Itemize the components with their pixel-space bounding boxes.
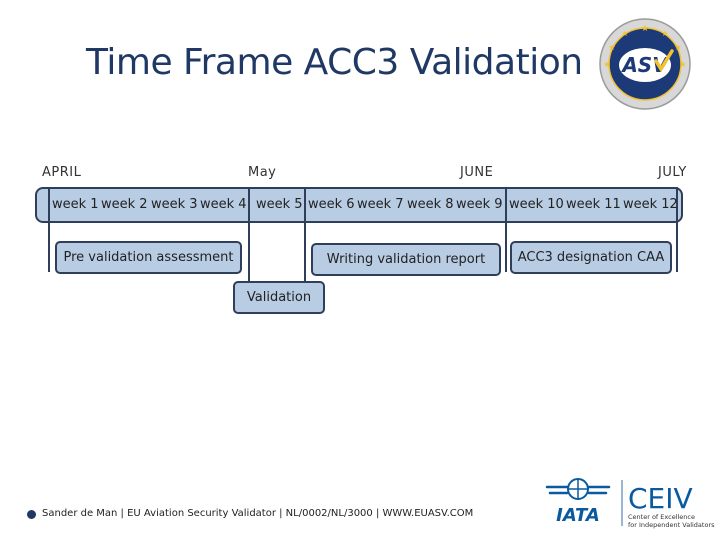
ceiv-logo-text: CEIV: [628, 482, 693, 515]
task-writing-validation-report: Writing validation report: [311, 243, 501, 276]
week-label: week 1: [52, 197, 99, 212]
task-validation: Validation: [233, 281, 325, 314]
may-boundary-line: [248, 187, 250, 282]
ceiv-logo: CEIV Center of Excellence for Independen…: [621, 480, 715, 529]
week-bar: [35, 187, 683, 223]
week5-boundary-line: [304, 187, 306, 283]
svg-text:★: ★: [603, 60, 610, 69]
week-label: week 10: [509, 197, 564, 212]
page-title: Time Frame ACC3 Validation: [86, 42, 583, 83]
asv-logo: ★ ★ ★ ★ ★ ★ ★ ASV: [599, 18, 691, 110]
week-label: week 7: [357, 197, 404, 212]
week-label: week 3: [151, 197, 198, 212]
task-acc3-designation-caa: ACC3 designation CAA: [510, 241, 672, 274]
july-boundary-line: [676, 187, 678, 272]
iata-logo-text: IATA: [556, 505, 600, 526]
week-label: week 12: [623, 197, 678, 212]
task-pre-validation-assessment: Pre validation assessment: [55, 241, 242, 274]
month-label-june: JUNE: [460, 165, 494, 180]
footer-bullet: [27, 510, 36, 519]
month-label-may: May: [248, 165, 277, 180]
asv-logo-text: ASV: [620, 53, 669, 77]
ceiv-caption-line1: Center of Excellence: [628, 513, 695, 521]
week-label: week 8: [407, 197, 454, 212]
week-label: week 6: [308, 197, 355, 212]
week-label: week 2: [101, 197, 148, 212]
footer-text: Sander de Man | EU Aviation Security Val…: [42, 508, 474, 519]
april-boundary-line: [48, 187, 50, 272]
week-label: week 9: [456, 197, 503, 212]
svg-text:★: ★: [621, 29, 628, 38]
month-label-april: APRIL: [42, 165, 82, 180]
month-label-july: JULY: [658, 165, 687, 180]
iata-logo: IATA: [545, 478, 611, 526]
svg-text:★: ★: [661, 29, 668, 38]
svg-text:★: ★: [608, 43, 615, 52]
svg-text:★: ★: [674, 43, 681, 52]
svg-text:★: ★: [679, 60, 686, 69]
week-label: week 5: [256, 197, 303, 212]
june-boundary-line: [505, 187, 507, 272]
week-label: week 11: [566, 197, 621, 212]
ceiv-caption-line2: for Independent Validators: [628, 521, 715, 529]
svg-text:★: ★: [641, 24, 649, 34]
week-label: week 4: [200, 197, 247, 212]
